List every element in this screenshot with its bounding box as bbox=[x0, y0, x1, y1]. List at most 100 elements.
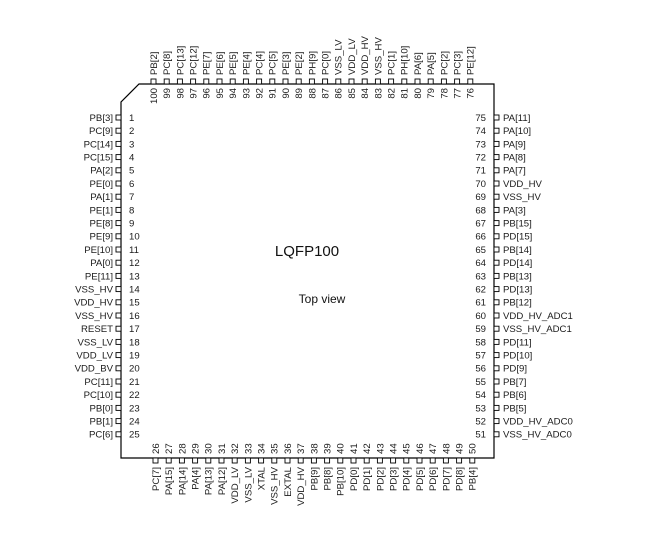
pin-label-86: VSS_LV bbox=[334, 39, 345, 75]
pin-label-38: PB[9] bbox=[309, 467, 320, 490]
pin-pad-86 bbox=[335, 78, 342, 85]
pin-pad-42 bbox=[363, 457, 370, 464]
pin-label-55: PB[7] bbox=[503, 377, 526, 388]
pin-label-65: PB[14] bbox=[503, 245, 532, 256]
pin-pad-16 bbox=[115, 312, 122, 319]
pin-pad-80 bbox=[414, 78, 421, 85]
pin-label-76: PE[12] bbox=[466, 46, 477, 75]
pin-number-6: 6 bbox=[129, 179, 134, 190]
pin-label-11: PE[10] bbox=[84, 245, 113, 256]
pin-pad-95 bbox=[216, 78, 223, 85]
package-subtitle: Top view bbox=[299, 292, 346, 306]
pin-number-76: 76 bbox=[466, 88, 477, 99]
pin-label-91: PC[5] bbox=[268, 51, 279, 75]
pin-pad-50 bbox=[469, 457, 476, 464]
pin-label-7: PA[1] bbox=[90, 192, 113, 203]
pin-pad-41 bbox=[350, 457, 357, 464]
pin-pad-88 bbox=[308, 78, 315, 85]
pin-pad-98 bbox=[176, 78, 183, 85]
pin-label-27: PA[15] bbox=[164, 467, 175, 495]
pin-pad-28 bbox=[178, 457, 185, 464]
pin-label-60: VDD_HV_ADC1 bbox=[503, 311, 573, 322]
pin-label-18: VSS_LV bbox=[77, 337, 113, 348]
pin-label-43: PD[2] bbox=[375, 467, 386, 491]
pin-number-33: 33 bbox=[243, 443, 254, 454]
pin-label-68: PA[3] bbox=[503, 205, 526, 216]
pin-number-64: 64 bbox=[475, 258, 486, 269]
pin-number-25: 25 bbox=[129, 430, 140, 441]
pin-label-39: PB[8] bbox=[323, 467, 334, 490]
pin-pad-61 bbox=[493, 299, 500, 306]
pin-label-53: PB[5] bbox=[503, 403, 526, 414]
pin-label-96: PE[7] bbox=[202, 52, 213, 75]
pin-number-84: 84 bbox=[360, 87, 371, 98]
pin-number-90: 90 bbox=[281, 88, 292, 99]
pin-label-85: VDD_LV bbox=[347, 38, 358, 75]
pin-number-91: 91 bbox=[268, 88, 279, 99]
pin-label-72: PA[8] bbox=[503, 153, 526, 164]
package-title: LQFP100 bbox=[275, 243, 339, 260]
pin-label-66: PD[15] bbox=[503, 232, 532, 243]
pin-number-45: 45 bbox=[402, 443, 413, 454]
pin-label-54: PB[6] bbox=[503, 390, 526, 401]
pin-label-5: PA[2] bbox=[90, 166, 113, 177]
pin-pad-22 bbox=[115, 391, 122, 398]
pin-number-77: 77 bbox=[453, 88, 464, 99]
pin-number-16: 16 bbox=[129, 311, 140, 322]
pin-label-10: PE[9] bbox=[90, 232, 113, 243]
pin-label-3: PC[14] bbox=[84, 139, 113, 150]
pin-number-37: 37 bbox=[296, 443, 307, 454]
pin-pad-14 bbox=[115, 286, 122, 293]
pin-pad-20 bbox=[115, 365, 122, 372]
pin-number-56: 56 bbox=[475, 364, 486, 375]
pin-number-35: 35 bbox=[270, 443, 281, 454]
pin-label-36: EXTAL bbox=[283, 466, 294, 496]
pin-number-61: 61 bbox=[475, 298, 486, 309]
pin-label-45: PD[4] bbox=[402, 467, 413, 491]
pin-pad-65 bbox=[493, 246, 500, 253]
pin-number-83: 83 bbox=[373, 88, 384, 99]
pin-number-49: 49 bbox=[455, 443, 466, 454]
pin-number-52: 52 bbox=[475, 417, 486, 428]
pin-pad-83 bbox=[374, 78, 381, 85]
pin-pad-69 bbox=[493, 193, 500, 200]
pin-pad-35 bbox=[271, 457, 278, 464]
pin-number-97: 97 bbox=[189, 88, 200, 99]
pin-label-74: PA[10] bbox=[503, 126, 531, 137]
pin-label-4: PC[15] bbox=[84, 153, 113, 164]
pin-pad-71 bbox=[493, 167, 500, 174]
pin-pad-5 bbox=[115, 167, 122, 174]
pin-pad-27 bbox=[165, 457, 172, 464]
pins-bottom-side: 26PC[7]27PA[15]28PA[14]29PA[4]30PA[13]31… bbox=[151, 443, 479, 506]
pin-label-12: PA[0] bbox=[90, 258, 113, 269]
pin-pad-93 bbox=[242, 78, 249, 85]
pin-label-23: PB[0] bbox=[90, 403, 113, 414]
pin-label-58: PD[11] bbox=[503, 337, 532, 348]
pin-pad-51 bbox=[493, 431, 500, 438]
pin-pad-4 bbox=[115, 154, 122, 161]
pin-pad-57 bbox=[493, 352, 500, 359]
pin-pad-94 bbox=[229, 78, 236, 85]
pin-number-21: 21 bbox=[129, 377, 140, 388]
pin-label-34: XTAL bbox=[257, 466, 268, 490]
pin-pad-6 bbox=[115, 180, 122, 187]
pin-pad-78 bbox=[440, 78, 447, 85]
pin-label-48: PD[7] bbox=[441, 467, 452, 491]
pin-pad-82 bbox=[388, 78, 395, 85]
pin-number-75: 75 bbox=[475, 113, 486, 124]
pin-number-60: 60 bbox=[475, 311, 486, 322]
pin-label-31: PA[12] bbox=[217, 467, 228, 495]
pin-label-57: PD[10] bbox=[503, 351, 532, 362]
pin-number-9: 9 bbox=[129, 219, 134, 230]
pin-number-24: 24 bbox=[129, 417, 140, 428]
pin-label-42: PD[1] bbox=[362, 467, 373, 491]
pin-label-87: PC[0] bbox=[321, 51, 332, 75]
pin-pad-76 bbox=[467, 78, 474, 85]
pin-pad-44 bbox=[390, 457, 397, 464]
pin-label-61: PB[12] bbox=[503, 298, 532, 309]
pin-pad-58 bbox=[493, 338, 500, 345]
pin-label-77: PC[3] bbox=[453, 51, 464, 75]
pin-number-8: 8 bbox=[129, 205, 134, 216]
pin-pad-81 bbox=[401, 78, 408, 85]
pin-label-35: VSS_HV bbox=[270, 466, 281, 504]
